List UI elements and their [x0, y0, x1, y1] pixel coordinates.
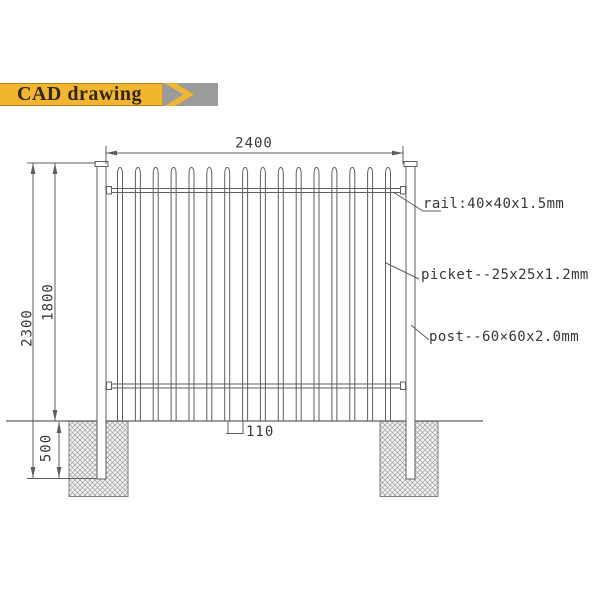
picket — [242, 166, 249, 421]
picket — [349, 166, 356, 421]
rail-leader-line — [392, 191, 441, 212]
picket — [259, 166, 266, 421]
banner-arrow-track — [162, 83, 218, 106]
post-label: post--60×60x2.0mm — [429, 329, 580, 345]
dim-text-panel-height: 1800 — [40, 283, 57, 321]
pickets — [117, 166, 391, 421]
top-rail — [105, 188, 407, 193]
picket — [367, 166, 374, 421]
picket — [170, 166, 177, 421]
picket-label: picket--25x25x1.2mm — [421, 267, 589, 283]
picket — [331, 166, 338, 421]
dim-text-total-height: 2300 — [19, 309, 36, 347]
bottom-rail-left-bracket — [106, 381, 112, 390]
picket — [224, 166, 231, 421]
left-post — [94, 161, 109, 480]
dim-text-panel-width: 2400 — [235, 135, 273, 152]
top-rail-left-bracket — [106, 186, 112, 195]
picket — [117, 166, 123, 421]
picket — [385, 166, 391, 421]
picket — [188, 166, 195, 421]
dim-footing-depth — [56, 422, 62, 478]
dim-panel-height — [52, 163, 58, 421]
banner: CAD drawing — [0, 83, 218, 106]
banner-title: CAD drawing — [17, 83, 142, 105]
top-rail-right-bracket — [400, 186, 406, 195]
dim-total-height — [30, 163, 36, 478]
bottom-rail-right-bracket — [400, 381, 406, 390]
post-leader-line — [410, 324, 430, 341]
dim-picket-spacing — [226, 421, 244, 434]
picket-leader-line — [385, 262, 420, 280]
dim-text-footing-depth: 500 — [38, 433, 55, 463]
picket — [206, 166, 213, 421]
dim-panel-width — [105, 146, 404, 164]
banner-bar: CAD drawing — [0, 83, 162, 106]
picket — [277, 166, 284, 421]
picket — [313, 166, 320, 421]
dim-text-picket-spacing: 110 — [246, 424, 275, 440]
rail-label: rail:40×40x1.5mm — [423, 196, 565, 212]
bottom-rail — [105, 383, 407, 389]
right-post — [403, 161, 418, 480]
picket — [295, 166, 302, 421]
picket — [134, 166, 141, 421]
picket — [152, 166, 159, 421]
